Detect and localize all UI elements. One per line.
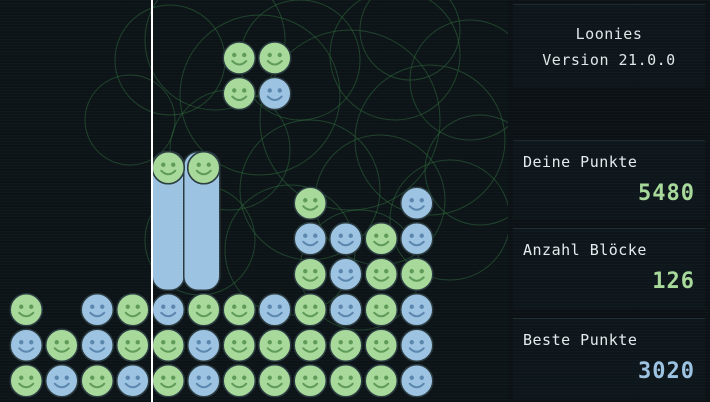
green-piece	[364, 364, 398, 398]
blue-piece	[151, 293, 185, 327]
background-circle	[84, 74, 176, 166]
green-piece	[293, 186, 327, 220]
blue-piece	[80, 293, 114, 327]
green-piece	[293, 328, 327, 362]
green-piece	[258, 328, 292, 362]
score-value: 5480	[638, 181, 695, 206]
background-circle	[389, 159, 508, 281]
blue-piece	[258, 293, 292, 327]
blocks-panel: Anzahl Blöcke 126	[513, 228, 705, 309]
green-piece	[116, 328, 150, 362]
green-piece	[258, 364, 292, 398]
score-label: Deine Punkte	[523, 153, 638, 171]
blue-piece	[329, 257, 363, 291]
blue-piece	[400, 364, 434, 398]
score-panel: Deine Punkte 5480	[513, 140, 705, 219]
green-piece	[9, 293, 43, 327]
blocks-value: 126	[652, 269, 695, 294]
blue-piece	[400, 328, 434, 362]
stacked-pieces	[9, 151, 434, 398]
green-piece	[222, 328, 256, 362]
green-piece	[293, 257, 327, 291]
green-piece	[364, 222, 398, 256]
green-piece	[187, 151, 221, 185]
falling-green-piece	[222, 41, 256, 75]
blue-piece	[400, 222, 434, 256]
green-piece	[116, 293, 150, 327]
background-circle	[424, 114, 508, 226]
background-circle	[359, 0, 461, 81]
app-version: Version 21.0.0	[542, 51, 676, 69]
best-score-label: Beste Punkte	[523, 331, 638, 349]
blue-piece	[329, 222, 363, 256]
green-piece	[400, 257, 434, 291]
background-circle	[259, 29, 441, 211]
background-circle	[329, 0, 461, 121]
blue-piece	[400, 186, 434, 220]
drop-guide-line	[151, 0, 153, 402]
blue-piece	[116, 364, 150, 398]
green-piece	[222, 293, 256, 327]
sidebar: Loonies Version 21.0.0 Deine Punkte 5480…	[508, 0, 710, 402]
falling-piece[interactable]	[0, 0, 508, 402]
best-score-value: 3020	[638, 359, 695, 384]
green-piece	[293, 293, 327, 327]
green-piece	[329, 328, 363, 362]
background-circle	[144, 0, 286, 111]
green-piece	[151, 151, 185, 185]
falling-green-piece	[222, 76, 256, 111]
blue-piece	[9, 328, 43, 362]
blue-piece	[329, 293, 363, 327]
blue-piece	[187, 364, 221, 398]
blue-piece	[187, 328, 221, 362]
green-piece	[151, 328, 185, 362]
green-piece	[364, 293, 398, 327]
green-piece	[9, 364, 43, 398]
falling-blue-piece	[258, 76, 292, 111]
blue-piece	[45, 364, 79, 398]
best-score-panel: Beste Punkte 3020	[513, 318, 705, 399]
blocks-label: Anzahl Blöcke	[523, 241, 647, 259]
app-title: Loonies	[575, 25, 643, 43]
green-piece	[187, 293, 221, 327]
title-panel: Loonies Version 21.0.0	[513, 4, 705, 87]
blue-piece	[80, 328, 114, 362]
green-piece	[329, 364, 363, 398]
green-piece	[151, 364, 185, 398]
falling-green-piece	[258, 41, 292, 75]
green-piece	[222, 364, 256, 398]
blue-piece	[293, 222, 327, 256]
green-piece	[293, 364, 327, 398]
green-piece	[80, 364, 114, 398]
playfield[interactable]	[0, 0, 508, 402]
blue-piece	[400, 293, 434, 327]
green-piece	[45, 328, 79, 362]
green-piece	[364, 257, 398, 291]
green-piece	[364, 328, 398, 362]
